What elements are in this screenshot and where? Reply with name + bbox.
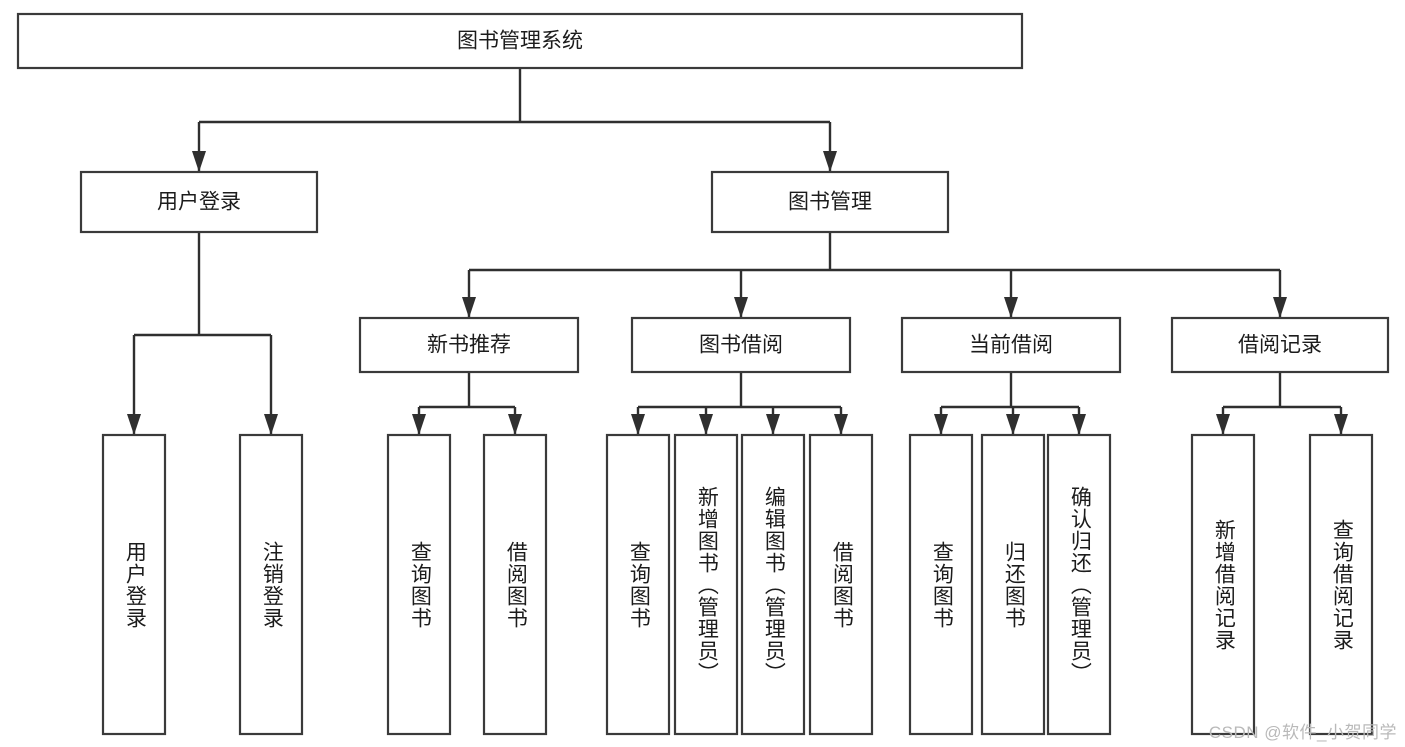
- arrowhead-新书推荐-to-leaf-0: [412, 414, 426, 435]
- level1-node-图书管理[interactable]: 图书管理: [710, 170, 950, 234]
- arrowhead-借阅记录-to-leaf-0: [1216, 414, 1230, 435]
- level2-node-借阅记录-rect: [1170, 316, 1390, 374]
- leaf-box-3-借阅图书[interactable]: [482, 433, 548, 736]
- leaf-box-12-查询借阅记录[interactable]: [1308, 433, 1374, 736]
- leaf-box-0-用户登录[interactable]: [101, 433, 167, 736]
- leaf-box-9-归还图书[interactable]: [980, 433, 1046, 736]
- level2-node-图书借阅[interactable]: 图书借阅: [630, 316, 852, 374]
- leaf-box-12-查询借阅记录-label: 查询借阅记录: [1330, 518, 1354, 651]
- connector-layer: [127, 68, 1348, 435]
- leaf-box-2-查询图书[interactable]: [386, 433, 452, 736]
- leaf-box-11-新增借阅记录[interactable]: [1190, 433, 1256, 736]
- arrowhead-图书借阅-to-leaf-2: [766, 414, 780, 435]
- level1-node-用户登录-rect: [79, 170, 319, 234]
- leaf-box-8-查询图书[interactable]: [908, 433, 974, 736]
- leaf-box-8-查询图书-label: 查询图书: [930, 540, 954, 629]
- arrowhead-root-to-level1-1: [823, 151, 837, 172]
- arrowhead-当前借阅-to-leaf-0: [934, 414, 948, 435]
- arrowhead-用户登录-to-leaf-0: [127, 414, 141, 435]
- level2-node-当前借阅-rect: [900, 316, 1122, 374]
- leaf-box-7-借阅图书-label: 借阅图书: [830, 540, 854, 629]
- leaf-box-1-注销登录-label: 注销登录: [260, 540, 284, 629]
- root-node-图书管理系统[interactable]: 图书管理系统: [16, 12, 1024, 70]
- leaf-box-2-查询图书-label: 查询图书: [408, 540, 432, 629]
- arrowhead-root-to-level1-0: [192, 151, 206, 172]
- arrowhead-book-mgmt-to-level2-3: [1273, 297, 1287, 318]
- level1-node-用户登录-label: 用户登录: [157, 191, 241, 214]
- arrowhead-借阅记录-to-leaf-1: [1334, 414, 1348, 435]
- arrowhead-用户登录-to-leaf-1: [264, 414, 278, 435]
- level2-node-当前借阅[interactable]: 当前借阅: [900, 316, 1122, 374]
- arrowhead-图书借阅-to-leaf-3: [834, 414, 848, 435]
- level1-node-用户登录[interactable]: 用户登录: [79, 170, 319, 234]
- arrowhead-book-mgmt-to-level2-0: [462, 297, 476, 318]
- leaf-box-10-确认归还管理员[interactable]: [1046, 433, 1112, 736]
- level2-node-借阅记录[interactable]: 借阅记录: [1170, 316, 1390, 374]
- leaf-box-0-用户登录-label: 用户登录: [123, 540, 147, 629]
- level1-node-图书管理-label: 图书管理: [788, 191, 872, 214]
- leaf-box-11-新增借阅记录-label: 新增借阅记录: [1212, 518, 1236, 651]
- level2-node-图书借阅-label: 图书借阅: [699, 334, 783, 357]
- leaf-box-5-新增图书管理员[interactable]: [673, 433, 739, 736]
- arrowhead-book-mgmt-to-level2-1: [734, 297, 748, 318]
- leaf-box-7-借阅图书[interactable]: [808, 433, 874, 736]
- level2-node-图书借阅-rect: [630, 316, 852, 374]
- leaf-box-4-查询图书-label: 查询图书: [627, 540, 651, 629]
- arrowhead-图书借阅-to-leaf-0: [631, 414, 645, 435]
- level2-node-新书推荐-rect: [358, 316, 580, 374]
- arrowhead-新书推荐-to-leaf-1: [508, 414, 522, 435]
- leaf-box-6-编辑图书管理员-label: 编辑图书（管理员）: [762, 485, 786, 684]
- level2-node-当前借阅-label: 当前借阅: [969, 334, 1053, 357]
- watermark-text: CSDN @软件_小贺同学: [1208, 723, 1397, 742]
- leaf-box-6-编辑图书管理员[interactable]: [740, 433, 806, 736]
- arrowhead-book-mgmt-to-level2-2: [1004, 297, 1018, 318]
- leaf-box-4-查询图书[interactable]: [605, 433, 671, 736]
- level2-node-新书推荐-label: 新书推荐: [427, 334, 511, 357]
- leaf-box-3-借阅图书-label: 借阅图书: [504, 540, 528, 629]
- arrowhead-图书借阅-to-leaf-1: [699, 414, 713, 435]
- level2-node-新书推荐[interactable]: 新书推荐: [358, 316, 580, 374]
- root-node-图书管理系统-label: 图书管理系统: [457, 30, 583, 53]
- leaf-box-10-确认归还管理员-label: 确认归还（管理员）: [1068, 485, 1092, 684]
- leaf-box-5-新增图书管理员-label: 新增图书（管理员）: [695, 485, 719, 684]
- root-node-图书管理系统-rect: [16, 12, 1024, 70]
- arrowhead-当前借阅-to-leaf-1: [1006, 414, 1020, 435]
- leaf-box-9-归还图书-label: 归还图书: [1002, 540, 1026, 629]
- leaf-box-1-注销登录[interactable]: [238, 433, 304, 736]
- level1-node-图书管理-rect: [710, 170, 950, 234]
- level2-node-借阅记录-label: 借阅记录: [1238, 334, 1322, 357]
- arrowhead-当前借阅-to-leaf-2: [1072, 414, 1086, 435]
